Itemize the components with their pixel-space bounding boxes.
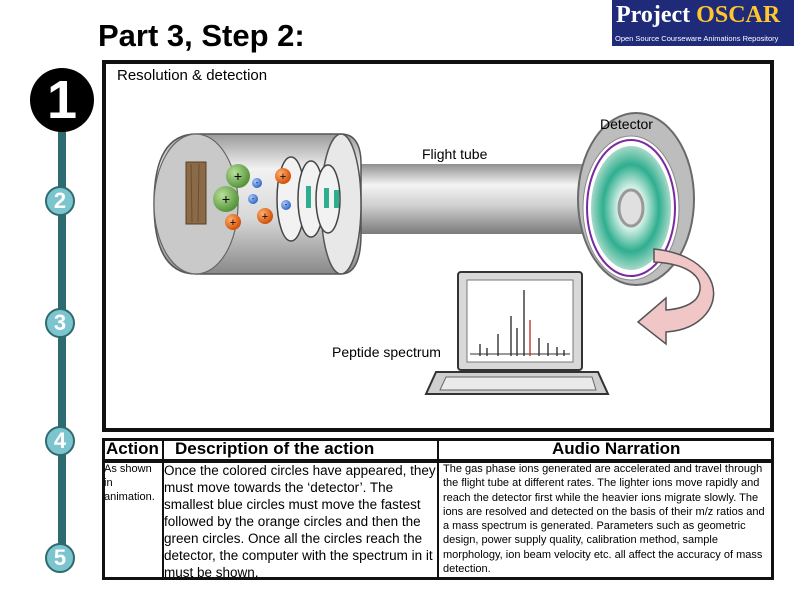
audio-narration-cell: The gas phase ions generated are acceler… xyxy=(443,463,765,576)
mass-spec-illustration: + + + + + - - - xyxy=(153,112,715,395)
orange-ion: + xyxy=(257,208,273,224)
green-ion: + xyxy=(213,186,239,212)
page-title: Part 3, Step 2: xyxy=(98,18,305,53)
svg-text:+: + xyxy=(262,211,268,223)
panel-heading: Resolution & detection xyxy=(117,67,268,84)
step-badge-5[interactable]: 5 xyxy=(45,543,75,573)
project-oscar-logo: Project OSCAR Open Source Courseware Ani… xyxy=(612,0,794,46)
step-badge-3[interactable]: 3 xyxy=(45,308,75,338)
peptide-spectrum-chart xyxy=(470,290,570,356)
header-action: Action xyxy=(106,439,159,458)
svg-text:+: + xyxy=(222,191,230,207)
table-body xyxy=(102,460,774,580)
svg-text:-: - xyxy=(285,200,288,209)
svg-text:-: - xyxy=(252,194,255,203)
column-divider xyxy=(437,438,439,580)
header-description: Description of the action xyxy=(175,439,375,458)
svg-text:+: + xyxy=(234,168,242,184)
blue-ion: - xyxy=(281,200,291,210)
green-ion: + xyxy=(226,164,250,188)
orange-ion: + xyxy=(275,168,291,184)
detector xyxy=(577,112,695,286)
column-divider xyxy=(162,438,164,580)
description-cell: Once the colored circles have appeared, … xyxy=(164,463,436,580)
step-badge-4[interactable]: 4 xyxy=(45,426,75,456)
svg-text:+: + xyxy=(280,171,286,183)
step-badge-1[interactable]: 1 xyxy=(30,68,94,132)
step-badge-2[interactable]: 2 xyxy=(45,186,75,216)
peptide-spectrum-label: Peptide spectrum xyxy=(332,344,441,360)
curved-arrow xyxy=(636,248,715,346)
svg-text:-: - xyxy=(256,178,259,187)
laptop xyxy=(424,271,610,395)
svg-text:+: + xyxy=(230,217,236,229)
header-audio-narration: Audio Narration xyxy=(552,439,681,458)
action-cell: As shown in animation. xyxy=(104,463,155,503)
detector-label: Detector xyxy=(600,116,653,132)
flight-tube-label: Flight tube xyxy=(422,146,488,162)
blue-ion: - xyxy=(252,178,262,188)
logo-wordmark: Project OSCAR xyxy=(616,2,781,28)
orange-ion: + xyxy=(225,214,241,230)
blue-ion: - xyxy=(248,194,258,204)
logo-tagline: Open Source Courseware Animations Reposi… xyxy=(615,34,779,43)
